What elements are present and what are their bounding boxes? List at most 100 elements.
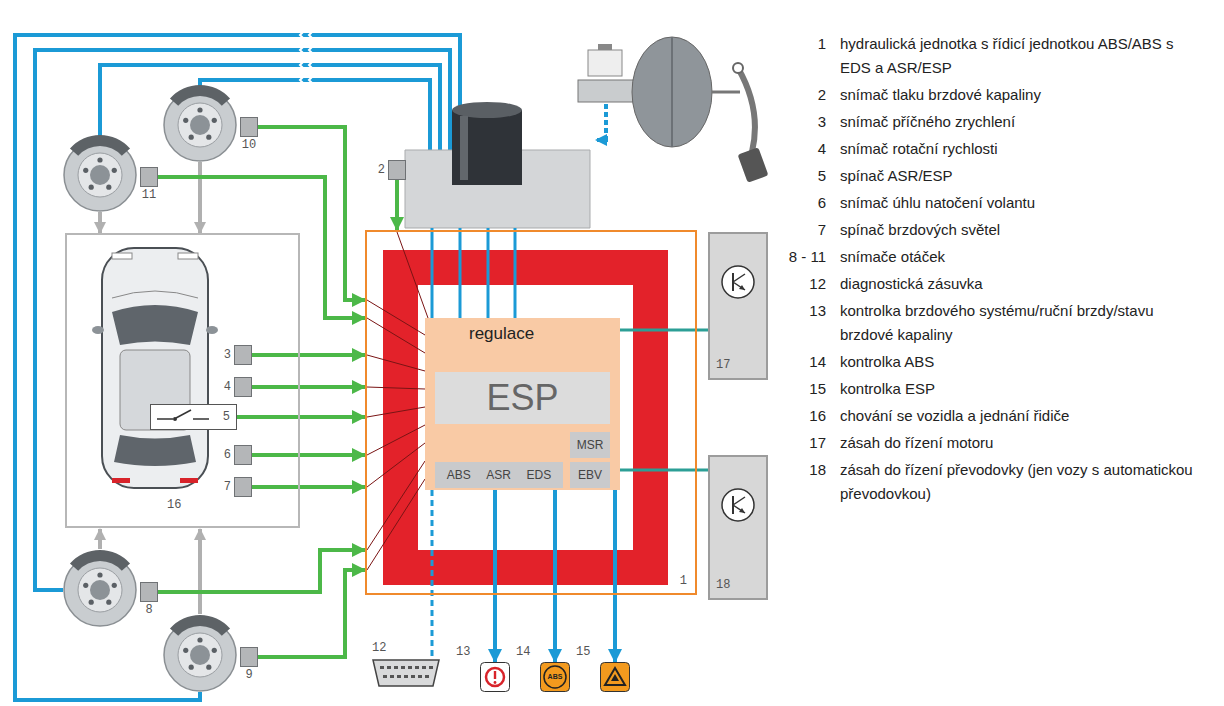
control-unit-frame [383, 250, 668, 585]
connector-pin [418, 675, 422, 678]
node-label: 13 [456, 645, 470, 659]
valve-line [514, 228, 517, 318]
callout-number: 12 [786, 272, 826, 296]
legend-row: 7spínač brzdových světel [786, 218, 1200, 242]
signal-line [493, 490, 497, 662]
gearbox-control-box: 18 [708, 455, 768, 600]
node-label: ABS [447, 468, 471, 482]
internal-line [367, 479, 425, 570]
reservoir-cap [598, 44, 612, 50]
switch-symbol [155, 407, 211, 427]
callout-number: 18 [786, 458, 826, 506]
sensor-body [234, 477, 252, 497]
wheel-bolt [189, 135, 194, 140]
esp-warning-lamp: 15 [600, 662, 630, 692]
legend-row: 8 - 11snímače otáček [786, 245, 1200, 269]
brake-line [100, 65, 440, 150]
hub-center [190, 115, 210, 135]
headlight [178, 253, 198, 259]
wheel-arrow [98, 212, 102, 233]
legend-list: 1 hydraulická jednotka s řídicí jednotkou… [786, 32, 1200, 509]
diagnostic-connector: 12 [372, 658, 440, 688]
symbol-leads [733, 497, 745, 513]
flow-chevron [300, 59, 306, 71]
symbol-arrow [739, 508, 745, 513]
flow-chevron [309, 59, 315, 71]
hub [178, 633, 222, 677]
hub-center [90, 580, 110, 600]
wheel-bolt [189, 665, 194, 670]
exclamation-dot [494, 681, 497, 684]
brake-line [15, 35, 460, 700]
node-label: 8 [145, 603, 152, 617]
node-label: 18 [716, 578, 730, 592]
icon-text: ASR [486, 468, 511, 482]
signal-line [158, 550, 365, 592]
brake-light-switch: 7 [214, 477, 252, 497]
node-label: 2 [378, 163, 385, 177]
lamp-face [541, 663, 570, 692]
connector-pin [425, 675, 429, 678]
sensor-body [240, 117, 258, 137]
node-label: 14 [516, 645, 530, 659]
legend-row: 14kontrolka ABS [786, 350, 1200, 374]
car-top-view [92, 248, 218, 488]
windshield [112, 305, 198, 345]
node-label: ESP [486, 378, 558, 418]
car-body [102, 248, 208, 488]
signal-line [431, 490, 434, 658]
connector-pin [408, 666, 412, 669]
lamp-face [601, 663, 630, 692]
signal-line [613, 490, 617, 662]
part-description: hydraulická jednotka s řídicí jednotkou … [840, 32, 1200, 80]
internal-line [367, 407, 425, 417]
hub [78, 153, 122, 197]
signal-line [258, 127, 365, 300]
legend-row: 13kontrolka brzdového systému/ruční brzd… [786, 299, 1200, 347]
wheel-speed-sensor: 8 [136, 582, 162, 618]
internal-line [367, 443, 425, 487]
callout-number: 1 [786, 32, 826, 80]
wheel-bolt [206, 665, 211, 670]
node-label: 11 [142, 188, 156, 202]
callout-number: 15 [786, 377, 826, 401]
pump-motor-top [452, 102, 522, 118]
sensor-body [234, 445, 252, 465]
wheel-bolt [183, 648, 188, 653]
node-label: EBV [578, 468, 602, 482]
brake-disc [164, 615, 236, 691]
node-label: 4 [224, 380, 231, 394]
wheel-arrow [198, 162, 202, 233]
callout-number: 2 [786, 83, 826, 107]
signal-line [258, 570, 365, 657]
legend-row: 6snímač úhlu natočení volantu [786, 191, 1200, 215]
wheel-arrow [198, 529, 202, 614]
node-label: 17 [716, 358, 730, 372]
signal-line [553, 490, 557, 662]
sensor-body [234, 377, 252, 397]
wheel-bolt [212, 648, 217, 653]
flow-chevron [300, 29, 306, 41]
unit-ground [365, 230, 697, 595]
wheel-bolt [106, 185, 111, 190]
pedal-pivot [733, 63, 743, 73]
wheel-speed-sensor: 11 [136, 167, 162, 203]
function-bar: ABSASREDS [435, 462, 563, 488]
internal-line [367, 425, 425, 455]
legend-row: 2 snímač tlaku brzdové kapaliny [786, 83, 1200, 107]
part-description: spínač ASR/ESP [840, 164, 1200, 188]
wheel-bolt [112, 168, 117, 173]
legend-row: 16chování se vozidla a jednání řidiče [786, 404, 1200, 428]
lamp-ring [486, 668, 504, 686]
symbol-circle [722, 266, 754, 298]
part-description: snímač tlaku brzdové kapaliny [840, 83, 1200, 107]
connector-pin [390, 675, 394, 678]
legend-row: 3snímač příčného zrychlení [786, 110, 1200, 134]
signal-line [252, 353, 365, 357]
valve-line [459, 228, 462, 318]
obd-icon [372, 658, 440, 688]
node-label: 3 [224, 348, 231, 362]
warning-triangle [605, 668, 625, 685]
brake-warning-lamp: 13 [480, 662, 510, 692]
abs-warning-lamp: 14ABS [540, 662, 570, 692]
